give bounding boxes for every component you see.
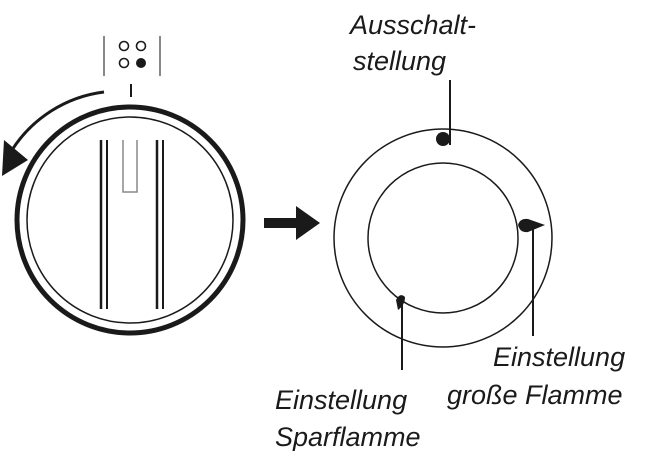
position-dial [333,128,553,348]
burner-position-indicator-icon [103,36,161,97]
small-flame-label-line1: Einstellung [275,385,407,415]
large-flame-label-line1: Einstellung [493,342,625,372]
small-flame-label-line2: Sparflamme [275,422,421,451]
control-knob [14,104,246,336]
off-position-marker [436,80,451,146]
off-position-label-line2: stellung [353,46,446,76]
large-flame-label-line2: große Flamme [447,380,623,410]
large-flame-marker [518,218,545,336]
off-position-label-line1: Ausschalt- [348,10,476,40]
right-arrow-icon [264,206,320,240]
counterclockwise-arrow-icon [2,90,105,176]
small-flame-marker [396,295,405,370]
